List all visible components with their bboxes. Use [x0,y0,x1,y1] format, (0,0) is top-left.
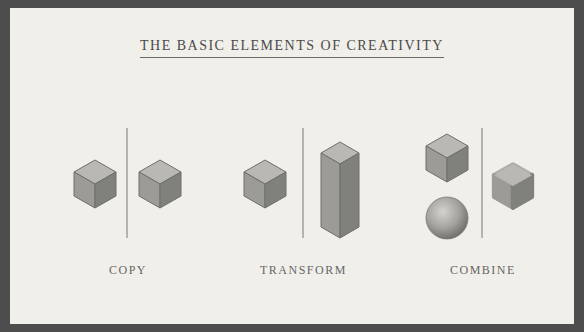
cube [244,160,286,208]
sphere [426,197,468,239]
separator [481,128,482,238]
cube [74,160,116,208]
tall-box [321,142,359,238]
title: THE BASIC ELEMENTS OF CREATIVITY [140,38,444,58]
group-label: COMBINE [450,263,516,278]
separator [302,128,303,238]
separator [126,128,127,238]
cube [426,134,468,182]
rounded-cube [494,164,532,207]
group-label: TRANSFORM [260,263,347,278]
group-label: COPY [109,263,147,278]
cube [139,160,181,208]
